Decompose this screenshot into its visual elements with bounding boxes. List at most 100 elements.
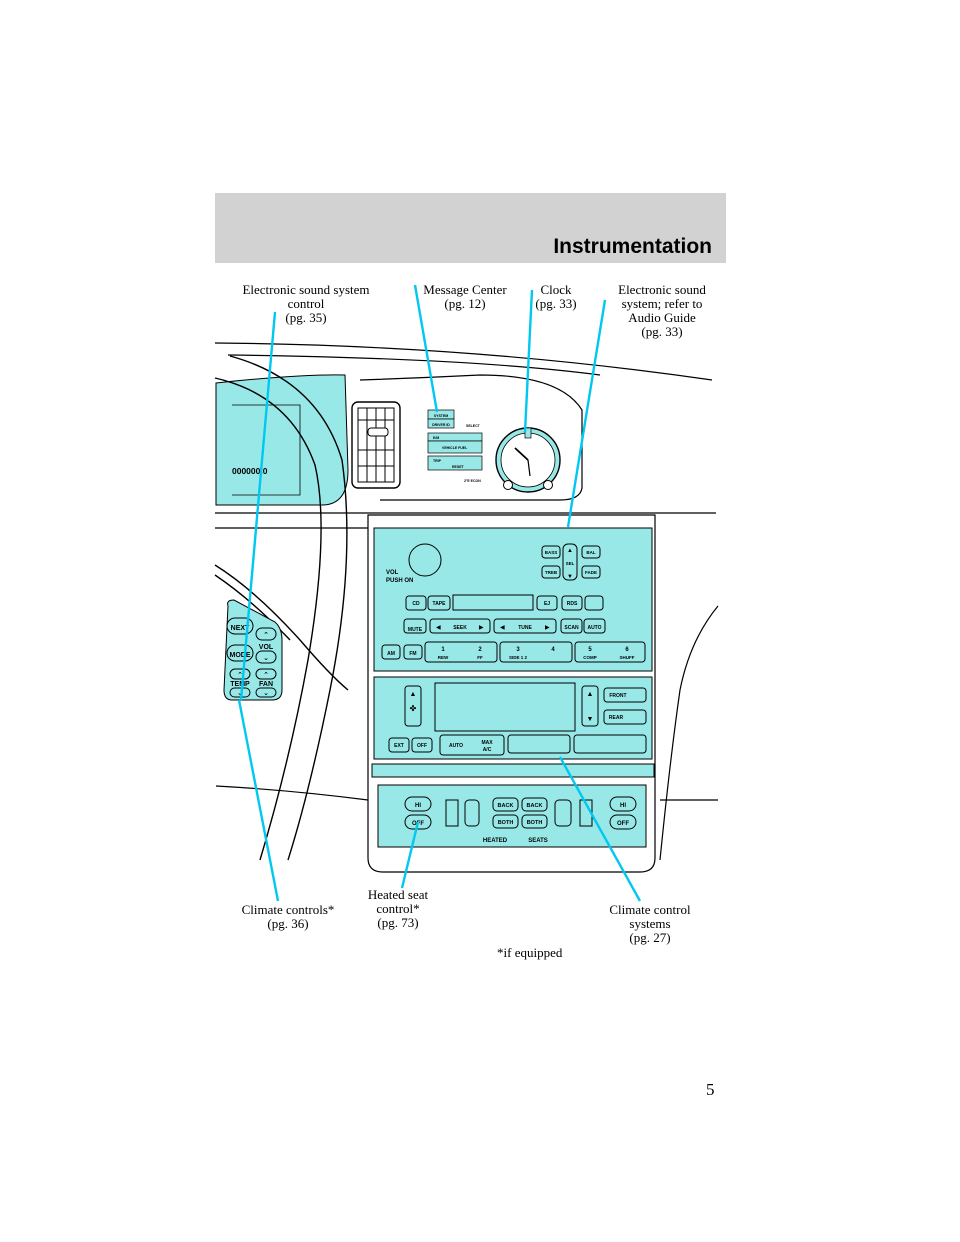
mute-button[interactable]: MUTE — [403, 618, 427, 634]
svg-text:▲: ▲ — [410, 691, 417, 698]
svg-text:FRONT: FRONT — [609, 693, 626, 699]
svg-text:⌄: ⌄ — [263, 655, 269, 662]
volume-knob-label: VOL — [386, 570, 399, 576]
balance-button[interactable]: BAL — [581, 545, 601, 559]
svg-text:SEL: SEL — [566, 561, 575, 566]
svg-text:RESET: RESET — [452, 465, 465, 469]
back-button-2[interactable]: BACK — [521, 797, 548, 812]
push-on-label: PUSH ON — [386, 578, 413, 584]
svg-text:HI: HI — [620, 803, 626, 809]
left-seat-hi-button[interactable]: HI — [404, 796, 432, 812]
scan-button[interactable]: SCAN — [560, 618, 583, 634]
temp-up-button[interactable]: ⌃ — [229, 668, 251, 680]
svg-text:A/C: A/C — [483, 747, 492, 753]
volume-up-button[interactable]: ⌃ — [255, 627, 277, 641]
svg-text:◀: ◀ — [436, 625, 441, 631]
tune-button[interactable]: ◀ TUNE ▶ — [493, 618, 557, 634]
svg-text:SCAN: SCAN — [564, 625, 579, 631]
select-label: SELECT — [466, 424, 481, 428]
trip-reset-button[interactable] — [427, 455, 483, 471]
svg-text:▼: ▼ — [567, 574, 573, 580]
seek-button[interactable]: ◀ SEEK ▶ — [429, 618, 491, 634]
fm-button[interactable]: FM — [403, 644, 423, 660]
preset-1-2-button[interactable]: 1 REW 2 FF — [424, 641, 498, 663]
svg-text:MAX: MAX — [481, 740, 493, 746]
auto-button[interactable]: AUTO — [583, 618, 606, 634]
leader-heated-seat — [400, 821, 420, 889]
right-seat-off-button[interactable]: OFF — [609, 814, 637, 830]
svg-text:2: 2 — [478, 647, 482, 653]
ext-button[interactable]: EXT — [388, 737, 410, 753]
temperature-rocker[interactable]: ▲ ▼ — [581, 685, 599, 727]
driver-id-button[interactable] — [427, 418, 455, 429]
svg-text:⌃: ⌃ — [237, 671, 243, 679]
svg-text:DRIVER ID: DRIVER ID — [432, 423, 450, 427]
airflow-mode-button-2[interactable] — [573, 734, 647, 754]
svg-text:E/M: E/M — [433, 436, 439, 440]
right-seat-hi-button[interactable]: HI — [609, 796, 637, 812]
treble-button[interactable]: TREB — [541, 565, 561, 579]
front-defrost-button[interactable]: FRONT — [603, 687, 647, 703]
dashboard-outline — [214, 342, 719, 861]
svg-text:FADE: FADE — [585, 570, 597, 575]
svg-text:BOTH: BOTH — [498, 820, 514, 826]
svg-text:TREB: TREB — [545, 570, 558, 575]
mode-button[interactable]: MODE — [226, 644, 254, 662]
clock-hour-button[interactable] — [503, 480, 513, 490]
temp-down-button[interactable]: ⌄ — [229, 687, 251, 698]
right-seat-indicator — [554, 799, 572, 827]
auto-max-ac-button[interactable]: AUTO MAX A/C — [439, 734, 505, 756]
blank-button[interactable] — [584, 595, 604, 611]
steering-wheel — [214, 355, 349, 861]
preset-5-6-button[interactable]: 5 COMP 6 SHUFF — [574, 641, 646, 663]
climate-off-button[interactable]: OFF — [411, 737, 433, 753]
callout-leader-lines — [237, 284, 642, 902]
am-button[interactable]: AM — [381, 644, 401, 660]
svg-text:MODE: MODE — [230, 652, 251, 659]
left-seat-slider[interactable] — [445, 799, 459, 827]
svg-text:HI: HI — [415, 803, 421, 809]
tape-button[interactable]: TAPE — [427, 595, 451, 611]
svg-text:SYSTEM: SYSTEM — [434, 414, 448, 418]
rear-defrost-button[interactable]: REAR — [603, 709, 647, 725]
cd-button[interactable]: CD — [405, 595, 427, 611]
back-button-1[interactable]: BACK — [492, 797, 519, 812]
both-button-1[interactable]: BOTH — [492, 814, 519, 829]
rds-button[interactable]: RDS — [561, 595, 583, 611]
svg-text:RDS: RDS — [567, 601, 578, 607]
callout-climate-controls: Climate controls* (pg. 36) — [241, 902, 335, 931]
svg-text:⌄: ⌄ — [263, 690, 269, 697]
svg-text:EJ: EJ — [544, 601, 550, 607]
svg-text:◀: ◀ — [500, 625, 505, 631]
svg-text:AM: AM — [387, 651, 395, 657]
svg-text:REAR: REAR — [609, 715, 624, 721]
preset-3-4-button[interactable]: 3 SIDE 1 2 4 — [499, 641, 573, 663]
eject-button[interactable]: EJ — [536, 595, 558, 611]
section-header-band: Instrumentation — [215, 193, 726, 263]
leader-electronic-sound-control — [239, 311, 277, 701]
volume-knob[interactable] — [408, 543, 442, 577]
heated-label: HEATED — [483, 838, 508, 844]
volume-label: VOL — [259, 644, 274, 651]
temp-label: TEMP — [230, 681, 250, 688]
clock-minute-button[interactable] — [543, 480, 553, 490]
volume-down-button[interactable]: ⌄ — [255, 650, 277, 664]
leader-climate-systems — [558, 756, 642, 902]
svg-text:⌃: ⌃ — [263, 671, 269, 679]
airflow-mode-button-1[interactable] — [507, 734, 571, 754]
vehicle-fuel-button[interactable] — [427, 440, 483, 454]
bass-button[interactable]: BASS — [541, 545, 561, 559]
message-center: SYSTEM DRIVER ID SELECT E/M VEHICLE FUEL… — [427, 409, 483, 483]
select-rocker[interactable]: ▲ SEL ▼ — [562, 543, 578, 581]
callout-electronic-sound-control: Electronic sound system control (pg. 35) — [242, 282, 370, 325]
both-button-2[interactable]: BOTH — [521, 814, 548, 829]
fade-button[interactable]: FADE — [581, 565, 601, 579]
fan-down-button[interactable]: ⌄ — [255, 687, 277, 698]
fan-speed-rocker[interactable]: ▲ ✤ — [404, 685, 422, 727]
odometer-readout: 000000.0 — [232, 466, 268, 476]
svg-text:BAL: BAL — [586, 550, 595, 555]
fan-up-button[interactable]: ⌃ — [255, 668, 277, 680]
storage-strip — [371, 763, 655, 778]
seats-label: SEATS — [528, 838, 548, 844]
